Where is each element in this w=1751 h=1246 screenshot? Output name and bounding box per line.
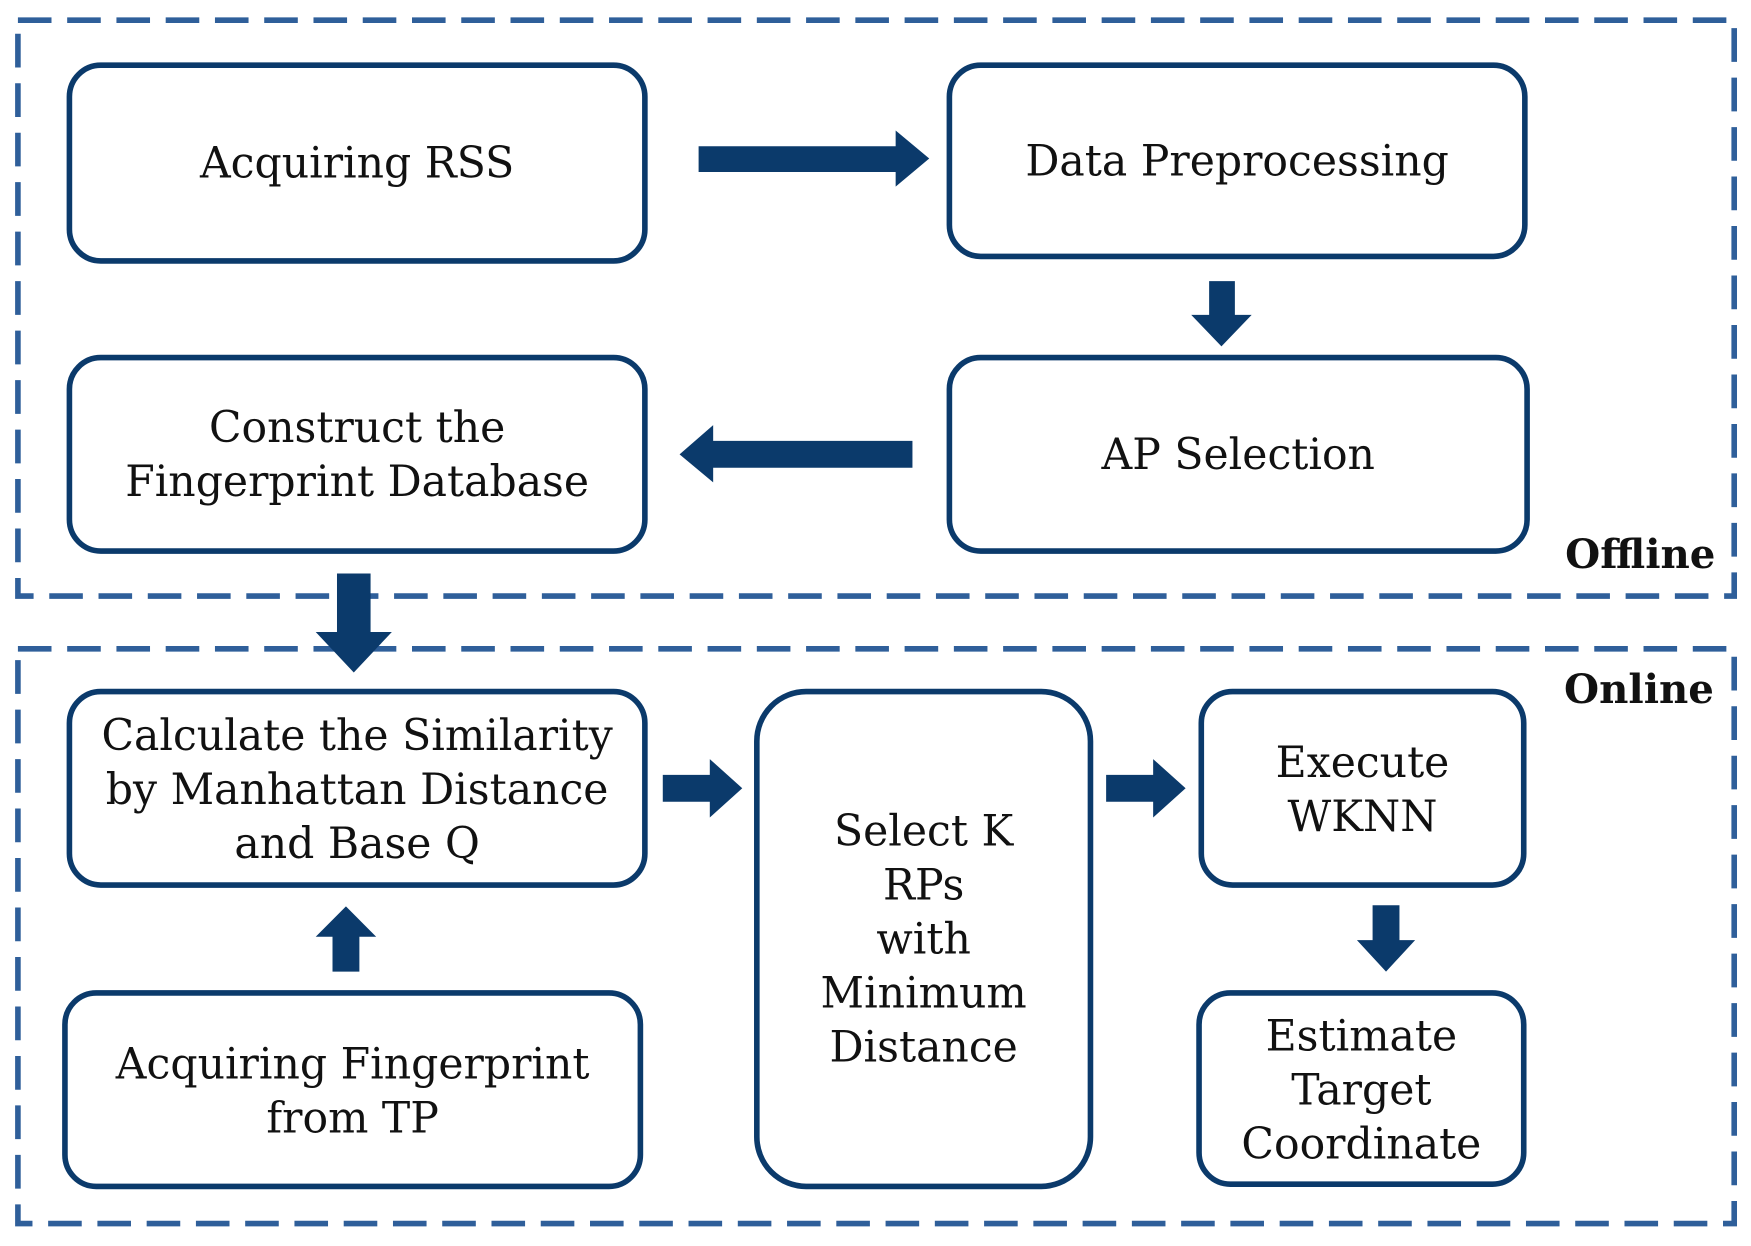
- acquiring-rss-text: Acquiring RSS: [199, 139, 514, 189]
- offline-label: Offline: [1565, 530, 1715, 578]
- box-text-line: Calculate the Similarity: [101, 711, 612, 761]
- box-text-line: Execute: [1276, 738, 1450, 788]
- box-text-line: Select K: [834, 807, 1014, 857]
- box-text-line: from TP: [266, 1093, 439, 1143]
- box-text-line: Acquiring RSS: [199, 139, 514, 189]
- data-preprocessing-box: Data Preprocessing: [946, 62, 1528, 260]
- arrow-left-icon: [679, 425, 913, 483]
- arrow-down-icon: [315, 573, 392, 673]
- offline-region: [15, 17, 1738, 599]
- box-text-line: RPs: [883, 861, 964, 911]
- box-text-line: Acquiring Fingerprint: [115, 1039, 590, 1089]
- box-text-line: Fingerprint Database: [125, 457, 589, 507]
- arrow-right-icon: [698, 130, 930, 187]
- box-text-line: Construct the: [209, 403, 505, 453]
- acquiring-rss-box: Acquiring RSS: [66, 62, 648, 264]
- data-preprocessing-text: Data Preprocessing: [1025, 136, 1449, 186]
- box-text-line: Minimum: [821, 969, 1027, 1019]
- box-text-line: Target: [1291, 1065, 1431, 1115]
- box-text-line: and Base Q: [234, 819, 479, 869]
- box-text-line: WKNN: [1288, 792, 1438, 842]
- ap-selection-text: AP Selection: [1101, 430, 1375, 480]
- arrow-down-icon: [1356, 905, 1416, 972]
- box-text-line: Data Preprocessing: [1025, 136, 1449, 186]
- ap-selection-box: AP Selection: [946, 354, 1530, 554]
- box-text-line: with: [876, 915, 970, 965]
- arrow-right-icon: [662, 759, 743, 818]
- box-text-line: Distance: [829, 1022, 1017, 1072]
- box-text-line: by Manhattan Distance: [106, 765, 609, 815]
- box-text-line: AP Selection: [1101, 430, 1375, 480]
- arrow-right-icon: [1106, 759, 1186, 818]
- box-text-line: Estimate: [1266, 1011, 1458, 1061]
- arrow-down-icon: [1191, 281, 1252, 347]
- box-text-line: Coordinate: [1241, 1119, 1481, 1169]
- online-label: Online: [1564, 665, 1714, 713]
- online-region: [15, 646, 1738, 1227]
- arrow-up-icon: [315, 906, 377, 972]
